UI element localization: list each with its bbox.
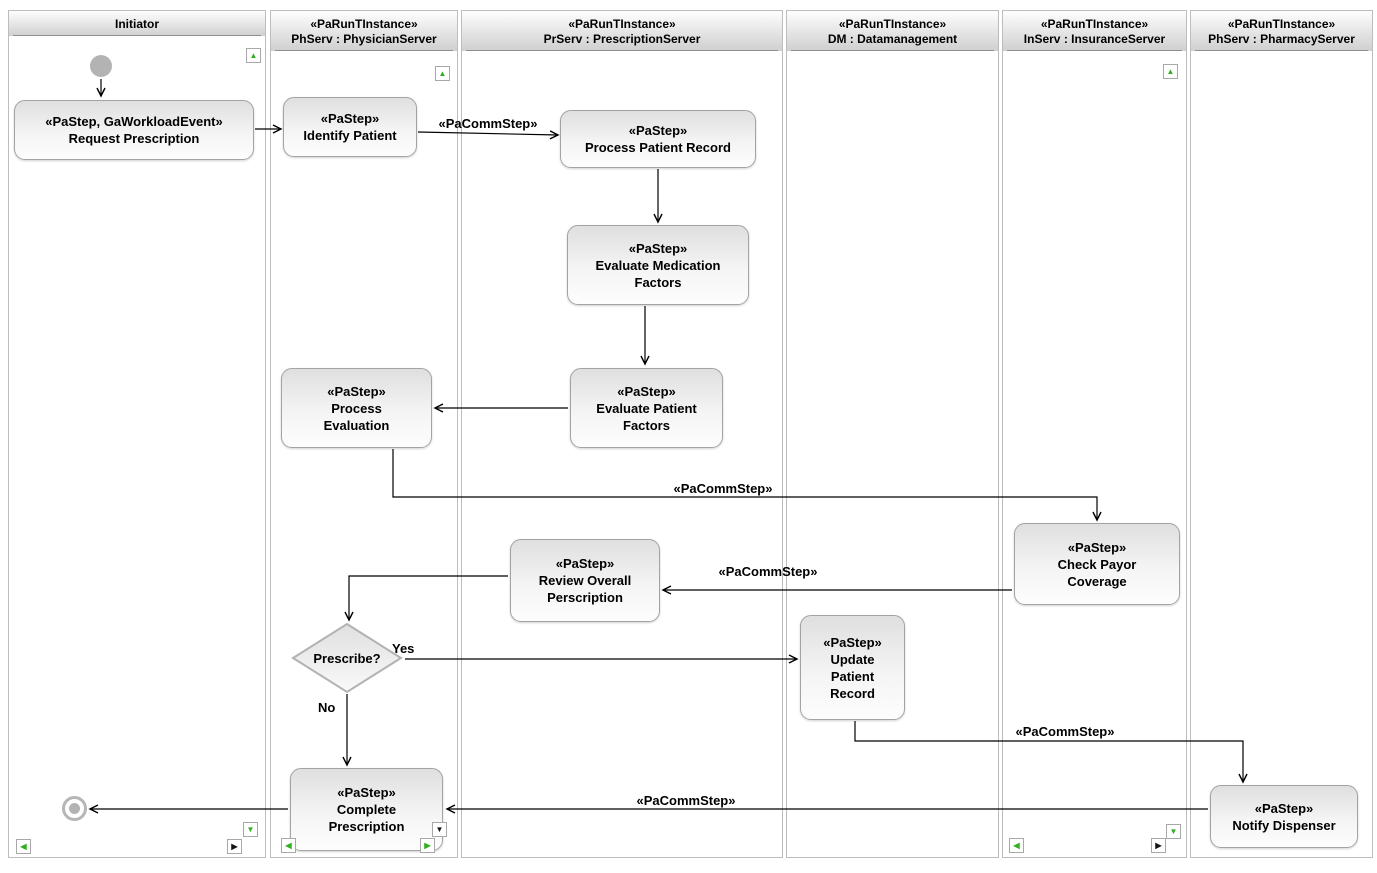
action-evaluate-medication-factors[interactable]: «PaStep» Evaluate Medication Factors — [567, 225, 749, 305]
decision-label: Prescribe? — [313, 650, 381, 666]
swimlane-header: «PaRunTInstance» PhServ : PharmacyServer — [1191, 11, 1372, 51]
action-identify-patient[interactable]: «PaStep» Identify Patient — [283, 97, 417, 157]
stereotype-label: «PaStep» — [327, 383, 386, 399]
action-name: Process Patient Record — [585, 140, 731, 155]
chevron-right-icon[interactable]: ▶ — [1151, 838, 1166, 853]
decision-diamond-shape — [291, 622, 403, 694]
chevron-right-icon[interactable]: ▶ — [420, 838, 435, 853]
edge-label-pacommstep: «PaCommStep» — [636, 793, 736, 808]
chevron-down-icon[interactable]: ▼ — [1166, 824, 1181, 839]
stereotype-label: «PaStep» — [1067, 539, 1127, 555]
chevron-right-icon[interactable]: ▶ — [227, 839, 242, 854]
swimlane-pharmacy-server: «PaRunTInstance» PhServ : PharmacyServer — [1190, 10, 1373, 858]
swimlane-title: DM : Datamanagement — [827, 32, 958, 46]
swimlane-title: Initiator — [115, 17, 159, 31]
action-name: Complete Prescription — [328, 802, 405, 834]
stereotype-label: «PaStep» — [320, 111, 380, 126]
edge-process-evaluation-to-check-payor — [392, 449, 1102, 522]
swimlane-header: «PaRunTInstance» PrServ : PrescriptionSe… — [462, 11, 782, 51]
swimlane-stereotype: «PaRunTInstance» — [838, 17, 947, 31]
chevron-up-icon[interactable]: ▲ — [246, 48, 261, 63]
action-update-patient-record[interactable]: «PaStep» Update Patient Record — [800, 615, 905, 720]
stereotype-label: «PaStep» — [1254, 800, 1314, 816]
chevron-down-icon[interactable]: ▼ — [243, 822, 258, 837]
initial-node[interactable] — [90, 55, 112, 77]
action-name: Notify Dispenser — [1232, 817, 1336, 833]
stereotype-label: «PaStep» — [617, 383, 676, 399]
action-name: Update Patient Record — [830, 651, 875, 701]
swimlane-insurance-server: «PaRunTInstance» InServ : InsuranceServe… — [1002, 10, 1187, 858]
action-name: Request Prescription — [68, 131, 200, 146]
action-review-overall-perscription[interactable]: «PaStep» Review Overall Perscription — [510, 539, 660, 622]
swimlane-stereotype: «PaRunTInstance» — [568, 17, 676, 31]
swimlane-header: «PaRunTInstance» PhServ : PhysicianServe… — [271, 11, 457, 51]
final-node[interactable] — [62, 796, 87, 821]
action-name: Identify Patient — [303, 128, 397, 143]
edge-label-pacommstep: «PaCommStep» — [1015, 724, 1115, 739]
swimlane-header: Initiator — [9, 11, 265, 36]
edge-review-to-decision — [344, 575, 508, 622]
action-name: Review Overall Perscription — [538, 573, 632, 605]
action-name: Process Evaluation — [323, 400, 390, 433]
edge-update-to-notify — [854, 721, 1248, 784]
swimlane-title: PhServ : PhysicianServer — [291, 32, 437, 46]
action-check-payor-coverage[interactable]: «PaStep» Check Payor Coverage — [1014, 523, 1180, 605]
chevron-down-icon[interactable]: ▼ — [432, 822, 447, 837]
swimlane-stereotype: «PaRunTInstance» — [310, 17, 418, 31]
header-divider — [1195, 50, 1368, 51]
action-name: Check Payor Coverage — [1057, 556, 1137, 589]
edge-label-pacommstep: «PaCommStep» — [673, 481, 773, 496]
swimlane-title: InServ : InsuranceServer — [1023, 32, 1166, 46]
edge-label-pacommstep: «PaCommStep» — [718, 564, 818, 579]
edge-label-pacommstep: «PaCommStep» — [438, 116, 538, 131]
action-name: Evaluate Medication Factors — [595, 257, 721, 290]
chevron-up-icon[interactable]: ▲ — [1163, 64, 1178, 79]
edge-label-no: No — [318, 700, 336, 715]
header-divider — [1007, 50, 1182, 51]
edge-identify-to-process-record — [417, 130, 560, 140]
final-node-dot — [69, 803, 80, 814]
edge-label-yes: Yes — [392, 641, 415, 656]
decision-prescribe[interactable]: Prescribe? — [290, 622, 404, 694]
stereotype-label: «PaStep» — [628, 240, 688, 256]
stereotype-label: «PaStep» — [337, 785, 396, 800]
swimlane-stereotype: «PaRunTInstance» — [1227, 17, 1336, 31]
stereotype-label: «PaStep» — [628, 123, 688, 138]
header-divider — [466, 50, 778, 51]
action-notify-dispenser[interactable]: «PaStep» Notify Dispenser — [1210, 785, 1358, 848]
action-process-evaluation[interactable]: «PaStep» Process Evaluation — [281, 368, 432, 448]
stereotype-label: «PaStep, GaWorkloadEvent» — [45, 114, 223, 129]
chevron-left-icon[interactable]: ◀ — [16, 839, 31, 854]
swimlane-stereotype: «PaRunTInstance» — [1040, 17, 1149, 31]
stereotype-label: «PaStep» — [823, 634, 882, 650]
chevron-left-icon[interactable]: ◀ — [281, 838, 296, 853]
action-name: Evaluate Patient Factors — [596, 400, 697, 433]
action-request-prescription[interactable]: «PaStep, GaWorkloadEvent» Request Prescr… — [14, 100, 254, 160]
header-divider — [275, 50, 453, 51]
chevron-left-icon[interactable]: ◀ — [1009, 838, 1024, 853]
swimlane-title: PhServ : PharmacyServer — [1208, 32, 1355, 46]
header-divider — [791, 50, 994, 51]
action-complete-prescription[interactable]: «PaStep» Complete Prescription — [290, 768, 443, 851]
swimlane-header: «PaRunTInstance» DM : Datamanagement — [787, 11, 998, 51]
header-divider — [13, 35, 261, 36]
action-evaluate-patient-factors[interactable]: «PaStep» Evaluate Patient Factors — [570, 368, 723, 448]
swimlane-header: «PaRunTInstance» InServ : InsuranceServe… — [1003, 11, 1186, 51]
stereotype-label: «PaStep» — [555, 556, 615, 571]
action-process-patient-record[interactable]: «PaStep» Process Patient Record — [560, 110, 756, 168]
chevron-up-icon[interactable]: ▲ — [435, 66, 450, 81]
swimlane-title: PrServ : PrescriptionServer — [543, 32, 701, 46]
